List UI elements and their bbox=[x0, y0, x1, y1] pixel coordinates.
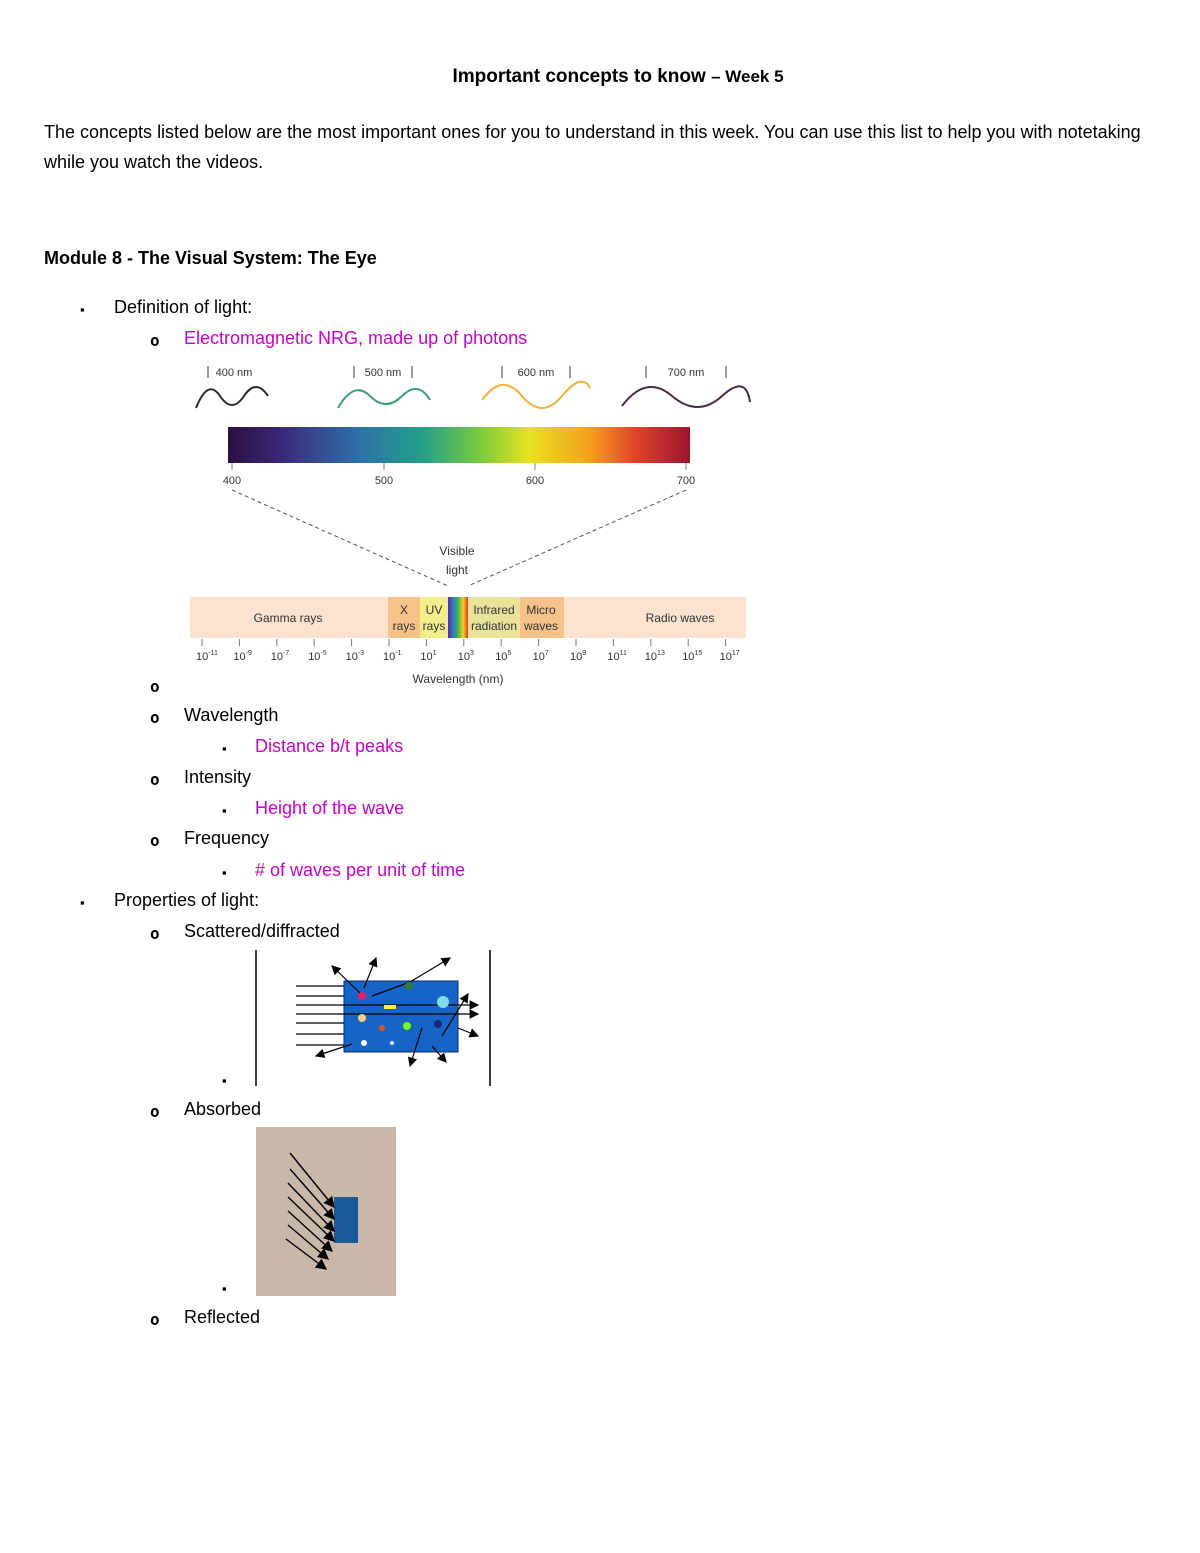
wavelength-tick-label: 10-7 bbox=[271, 650, 290, 663]
intensity-detail: Height of the wave bbox=[255, 798, 405, 818]
square-bullet: ▪ bbox=[222, 741, 227, 756]
svg-text:Infrared: Infrared bbox=[473, 603, 514, 617]
tick-400: 400 bbox=[223, 475, 241, 487]
definition-label: Definition of light: bbox=[114, 297, 253, 317]
square-bullet: ▪ bbox=[222, 1073, 227, 1088]
circle-bullet: o bbox=[150, 1310, 160, 1329]
tick-600: 600 bbox=[526, 475, 544, 487]
wavelength-tick-label: 1011 bbox=[607, 650, 627, 663]
title-main: Important concepts to know bbox=[452, 66, 706, 87]
svg-text:700 nm: 700 nm bbox=[668, 367, 705, 379]
wavelength-axis-label: Wavelength (nm) bbox=[413, 672, 504, 686]
svg-text:400 nm: 400 nm bbox=[216, 367, 253, 379]
scattered-label: Scattered/diffracted bbox=[184, 921, 340, 941]
scattering-figure bbox=[255, 950, 491, 1086]
wavelength-label: Wavelength bbox=[184, 705, 279, 725]
circle-bullet-empty: o bbox=[150, 677, 160, 696]
band-radio: Radio waves bbox=[646, 611, 715, 625]
wave-label-700: 700 nm bbox=[645, 366, 727, 379]
circle-bullet: o bbox=[150, 331, 160, 350]
circle-bullet: o bbox=[150, 924, 160, 943]
absorbing-block bbox=[334, 1197, 358, 1243]
wavelength-tick-label: 10-11 bbox=[196, 650, 218, 663]
wave-600 bbox=[481, 380, 591, 409]
wave-label-600: 600 nm bbox=[501, 366, 571, 379]
square-bullet: ▪ bbox=[80, 895, 85, 910]
absorption-figure bbox=[256, 1127, 396, 1296]
wavelength-detail: Distance b/t peaks bbox=[255, 736, 404, 756]
wavelength-tick-label: 10-5 bbox=[308, 650, 327, 663]
circle-bullet: o bbox=[150, 831, 160, 850]
svg-text:Micro: Micro bbox=[526, 603, 556, 617]
square-bullet: ▪ bbox=[222, 803, 227, 818]
properties-label: Properties of light: bbox=[114, 890, 260, 910]
circle-bullet: o bbox=[150, 770, 160, 789]
svg-text:500 nm: 500 nm bbox=[365, 367, 402, 379]
page-title: Important concepts to know – Week 5 bbox=[0, 66, 1200, 88]
square-bullet: ▪ bbox=[222, 1281, 227, 1296]
frequency-detail: # of waves per unit of time bbox=[255, 860, 466, 880]
absorbed-label: Absorbed bbox=[184, 1099, 262, 1119]
wave-label-400: 400 nm bbox=[207, 366, 253, 379]
wavelength-tick-label: 10-9 bbox=[233, 650, 252, 663]
circle-bullet: o bbox=[150, 1102, 160, 1121]
wave-700 bbox=[621, 385, 751, 408]
circle-bullet: o bbox=[150, 708, 160, 727]
frequency-label: Frequency bbox=[184, 828, 270, 848]
module-heading: Module 8 - The Visual System: The Eye bbox=[44, 248, 377, 268]
wavelength-ticks: 10-11 10-9 10-7 10-5 10-3 10-1 101 103 105 107 109… bbox=[196, 639, 740, 663]
svg-text:600 nm: 600 nm bbox=[518, 367, 555, 379]
reflected-label: Reflected bbox=[184, 1307, 261, 1327]
visible-spectrum-bar bbox=[228, 427, 690, 463]
intensity-label: Intensity bbox=[184, 767, 252, 787]
wavelength-tick-label: 10-3 bbox=[346, 650, 365, 663]
definition-description: Electromagnetic NRG, made up of photons bbox=[184, 328, 528, 348]
svg-text:radiation: radiation bbox=[471, 619, 517, 633]
square-bullet: ▪ bbox=[80, 302, 85, 317]
wavelength-tick-label: 101 bbox=[420, 650, 436, 663]
intro-paragraph: The concepts listed below are the most i… bbox=[44, 122, 1141, 172]
wavelength-tick-label: 1015 bbox=[682, 650, 702, 663]
svg-text:rays: rays bbox=[393, 619, 416, 633]
svg-text:X: X bbox=[400, 603, 408, 617]
svg-text:UV: UV bbox=[426, 603, 443, 617]
tick-700: 700 bbox=[677, 475, 695, 487]
wavelength-tick-label: 1013 bbox=[645, 650, 665, 663]
title-week: – Week 5 bbox=[711, 67, 784, 86]
wavelength-tick-label: 105 bbox=[495, 650, 511, 663]
wave-label-500: 500 nm bbox=[353, 366, 413, 379]
wavelength-tick-label: 103 bbox=[458, 650, 474, 663]
svg-text:waves: waves bbox=[523, 619, 558, 633]
wave-500 bbox=[337, 388, 431, 409]
spectrum-figure: 400 nm 500 nm 600 nm 700 nm bbox=[190, 366, 751, 686]
tick-500: 500 bbox=[375, 475, 393, 487]
wavelength-tick-label: 107 bbox=[533, 650, 549, 663]
square-bullet: ▪ bbox=[222, 865, 227, 880]
band-gamma: Gamma rays bbox=[254, 611, 323, 625]
wavelength-tick-label: 109 bbox=[570, 650, 586, 663]
svg-text:rays: rays bbox=[423, 619, 446, 633]
light-label: light bbox=[446, 563, 469, 577]
wavelength-tick-label: 10-1 bbox=[383, 650, 402, 663]
wave-400 bbox=[195, 386, 269, 409]
visible-label: Visible bbox=[439, 544, 474, 558]
wavelength-tick-label: 1017 bbox=[720, 650, 740, 663]
